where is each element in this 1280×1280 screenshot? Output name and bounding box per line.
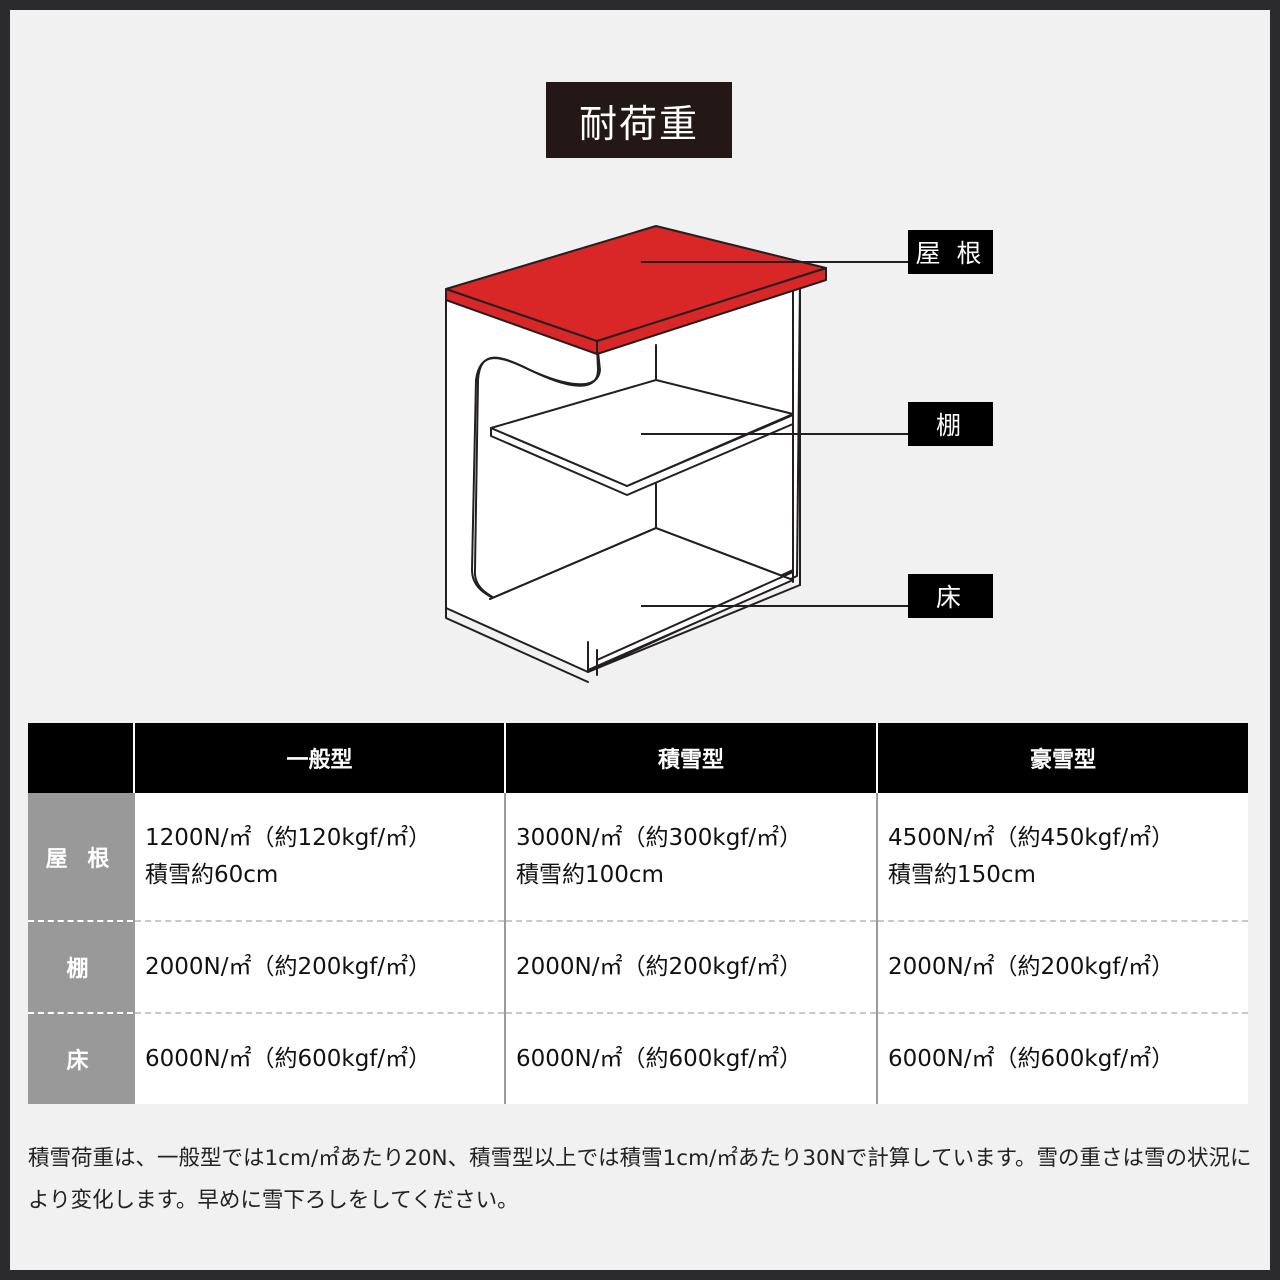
- table-cell: 2000N/㎡（約200kgf/㎡）: [876, 920, 1248, 1013]
- callout-shelf: 棚: [908, 402, 993, 446]
- row-header-shelf: 棚: [28, 920, 134, 1013]
- table-cell: 6000N/㎡（約600kgf/㎡）: [133, 1012, 505, 1104]
- table-row: 床 6000N/㎡（約600kgf/㎡） 6000N/㎡（約600kgf/㎡） …: [28, 1012, 1248, 1104]
- cell-load-value: 3000N/㎡（約300kgf/㎡）: [516, 824, 803, 851]
- callout-floor: 床: [908, 574, 993, 618]
- table-row: 棚 2000N/㎡（約200kgf/㎡） 2000N/㎡（約200kgf/㎡） …: [28, 920, 1248, 1013]
- table-cell: 6000N/㎡（約600kgf/㎡）: [504, 1012, 877, 1104]
- column-header-heavy-snow: 豪雪型: [876, 723, 1248, 793]
- column-header-standard: 一般型: [133, 723, 505, 793]
- snow-load-note: 積雪荷重は、一般型では1cm/㎡あたり20N、積雪型以上では積雪1cm/㎡あたり…: [28, 1146, 1252, 1213]
- table-cell: 1200N/㎡（約120kgf/㎡） 積雪約60cm: [133, 793, 505, 921]
- column-header-snow: 積雪型: [504, 723, 877, 793]
- table-cell: 4500N/㎡（約450kgf/㎡） 積雪約150cm: [876, 793, 1248, 921]
- page-title: 耐荷重: [546, 82, 732, 158]
- row-header-floor: 床: [28, 1012, 134, 1104]
- table-cell: 2000N/㎡（約200kgf/㎡）: [133, 920, 505, 1013]
- storage-cabinet-diagram: [445, 225, 908, 683]
- row-header-roof: 屋 根: [28, 793, 134, 921]
- callout-roof: 屋 根: [908, 230, 993, 274]
- table-cell: 2000N/㎡（約200kgf/㎡）: [504, 920, 877, 1013]
- table-corner-cell: [28, 723, 134, 793]
- cell-load-value: 1200N/㎡（約120kgf/㎡）: [145, 824, 432, 851]
- load-capacity-table: 一般型 積雪型 豪雪型 屋 根 1200N/㎡（約120kgf/㎡） 積雪約60…: [28, 723, 1248, 1104]
- cell-snow-depth: 積雪約60cm: [145, 861, 279, 888]
- table-cell: 3000N/㎡（約300kgf/㎡） 積雪約100cm: [504, 793, 877, 921]
- table-cell: 6000N/㎡（約600kgf/㎡）: [876, 1012, 1248, 1104]
- page-canvas: 耐荷重: [10, 10, 1270, 1270]
- cell-load-value: 4500N/㎡（約450kgf/㎡）: [888, 824, 1175, 851]
- roof-panel: [445, 225, 827, 355]
- cell-snow-depth: 積雪約150cm: [888, 861, 1036, 888]
- cell-snow-depth: 積雪約100cm: [516, 861, 664, 888]
- table-header-row: 一般型 積雪型 豪雪型: [28, 723, 1248, 793]
- table-row: 屋 根 1200N/㎡（約120kgf/㎡） 積雪約60cm 3000N/㎡（約…: [28, 793, 1248, 921]
